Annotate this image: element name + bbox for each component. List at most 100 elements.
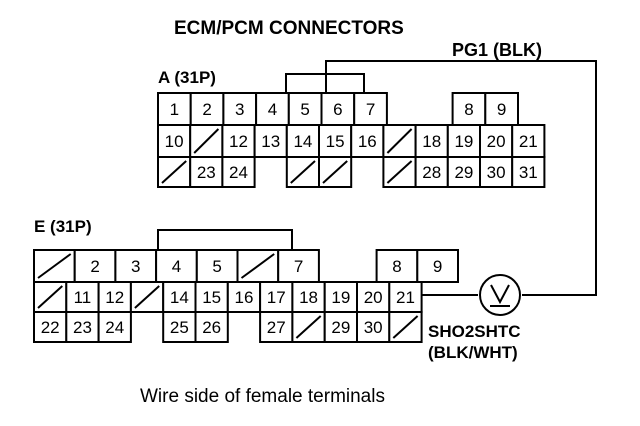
svg-text:12: 12 (229, 132, 248, 151)
svg-text:4: 4 (268, 100, 277, 119)
svg-text:8: 8 (464, 100, 473, 119)
connector-a-cavity-r3-c1 (157, 156, 192, 188)
svg-text:15: 15 (326, 132, 345, 151)
svg-text:2: 2 (202, 100, 211, 119)
svg-text:19: 19 (454, 132, 473, 151)
svg-text:25: 25 (170, 318, 189, 337)
connector-a-cavity-r2-c2 (189, 124, 224, 158)
svg-text:20: 20 (364, 288, 383, 307)
connector-e-cavity-r2-c3: 12 (97, 281, 132, 313)
connector-e-cavity-r3-c2: 23 (65, 311, 100, 343)
connector-e-cavity-r2-c10: 19 (323, 281, 359, 313)
connector-a-cavity-r1-c5: 5 (287, 92, 323, 126)
svg-text:5: 5 (300, 100, 309, 119)
connector-a-cavity-r2-c6: 15 (318, 124, 353, 158)
svg-text:20: 20 (487, 132, 506, 151)
connector-e-cavity-r2-c4 (129, 281, 165, 313)
connector-a-label: A (31P) (158, 68, 216, 87)
connector-a-cavity-r1-c1: 1 (157, 92, 192, 126)
connector-e-cavity-r2-c2: 11 (65, 281, 100, 313)
connector-a-cavity-r3-c2: 23 (189, 156, 224, 188)
svg-text:14: 14 (293, 132, 312, 151)
connector-e-cavity-r3-c10: 29 (323, 311, 359, 343)
svg-text:26: 26 (202, 318, 221, 337)
connector-a-cavity-r3-c5 (285, 156, 320, 188)
svg-text:17: 17 (267, 288, 286, 307)
connector-a-cavity-r2-c8 (382, 124, 417, 158)
connector-e-cavity-r1-c2: 2 (73, 249, 117, 283)
connector-e-cavity-r2-c6: 15 (194, 281, 229, 313)
connector-e-cavity-r2-c11: 20 (356, 281, 391, 313)
connector-e-cavity-r1-c7: 7 (277, 249, 320, 283)
connector-a-cavity-r3-c3: 24 (221, 156, 256, 188)
svg-text:4: 4 (172, 257, 181, 276)
diagram-title: ECM/PCM CONNECTORS (174, 18, 404, 39)
connector-a-cavity-r3-c8 (382, 156, 417, 188)
connector-e-cavity-r2-c9: 18 (291, 281, 326, 313)
connector-e-cavity-r1-c6 (236, 249, 280, 283)
connector-e-cavity-r1-c1 (33, 249, 76, 283)
svg-text:14: 14 (170, 288, 189, 307)
ground-label: PG1 (BLK) (452, 40, 542, 60)
svg-text:24: 24 (229, 163, 248, 182)
connector-a-cavity-r3-c11: 30 (479, 156, 514, 188)
voltmeter-symbol (479, 274, 521, 316)
svg-text:31: 31 (519, 163, 538, 182)
connector-e-cavity-r2-c7: 16 (226, 281, 262, 313)
svg-text:16: 16 (234, 288, 253, 307)
svg-text:9: 9 (433, 257, 442, 276)
connector-a-cavity-r1-c10: 9 (484, 92, 519, 126)
connector-a-cavity-r2-c12: 21 (511, 124, 546, 158)
connector-a-cavity-r1-c7: 7 (353, 92, 388, 126)
connector-a-cavity-r2-c3: 12 (221, 124, 256, 158)
connector-e-cavity-r3-c12 (388, 311, 423, 343)
connector-e-cavity-r3-c9 (291, 311, 326, 343)
connector-e-cavity-r1-c3: 3 (114, 249, 158, 283)
connector-e-cavity-r3-c3: 24 (97, 311, 132, 343)
connector-a-cavity-r1-c2: 2 (189, 92, 225, 126)
connector-e-cavity-r2-c1 (33, 281, 68, 313)
svg-text:21: 21 (396, 288, 415, 307)
svg-text:23: 23 (197, 163, 216, 182)
svg-text:13: 13 (261, 132, 280, 151)
connector-e-cavity-r1-c4: 4 (155, 249, 198, 283)
caption: Wire side of female terminals (140, 386, 385, 407)
connector-a-cavity-r2-c7: 16 (350, 124, 385, 158)
svg-text:19: 19 (331, 288, 350, 307)
svg-text:30: 30 (487, 163, 506, 182)
svg-text:11: 11 (74, 288, 92, 307)
connector-a-cavity-r3-c9: 28 (414, 156, 449, 188)
sensor-label-color: (BLK/WHT) (428, 343, 518, 362)
svg-text:9: 9 (497, 100, 506, 119)
connector-e-cavity-r2-c5: 14 (162, 281, 197, 313)
connector-a-cavity-r3-c6 (318, 156, 353, 188)
svg-text:15: 15 (202, 288, 221, 307)
svg-text:29: 29 (331, 318, 350, 337)
connector-e-cavity-r2-c12: 21 (388, 281, 423, 313)
svg-text:7: 7 (366, 100, 375, 119)
svg-text:18: 18 (299, 288, 318, 307)
svg-text:29: 29 (454, 163, 473, 182)
svg-text:12: 12 (105, 288, 124, 307)
svg-text:10: 10 (165, 132, 184, 151)
connector-e-lock-tab (157, 229, 293, 250)
svg-text:5: 5 (212, 257, 221, 276)
connector-a-cavity-r1-c9: 8 (451, 92, 487, 126)
svg-text:3: 3 (235, 100, 244, 119)
connector-a-cavity-r3-c12: 31 (511, 156, 546, 188)
connector-a-cavity-r2-c9: 18 (414, 124, 449, 158)
svg-text:24: 24 (105, 318, 124, 337)
svg-text:18: 18 (422, 132, 441, 151)
svg-text:16: 16 (358, 132, 377, 151)
connector-e-cavity-r3-c6: 26 (194, 311, 229, 343)
sensor-label-name: SHO2SHTC (428, 322, 521, 341)
connector-e-cavity-r3-c1: 22 (33, 311, 68, 343)
svg-text:1: 1 (170, 100, 179, 119)
connector-e-cavity-r3-c5: 25 (162, 311, 197, 343)
connector-a-cavity-r2-c1: 10 (157, 124, 192, 158)
connector-a-cavity-r2-c4: 13 (253, 124, 288, 158)
svg-text:3: 3 (131, 257, 140, 276)
